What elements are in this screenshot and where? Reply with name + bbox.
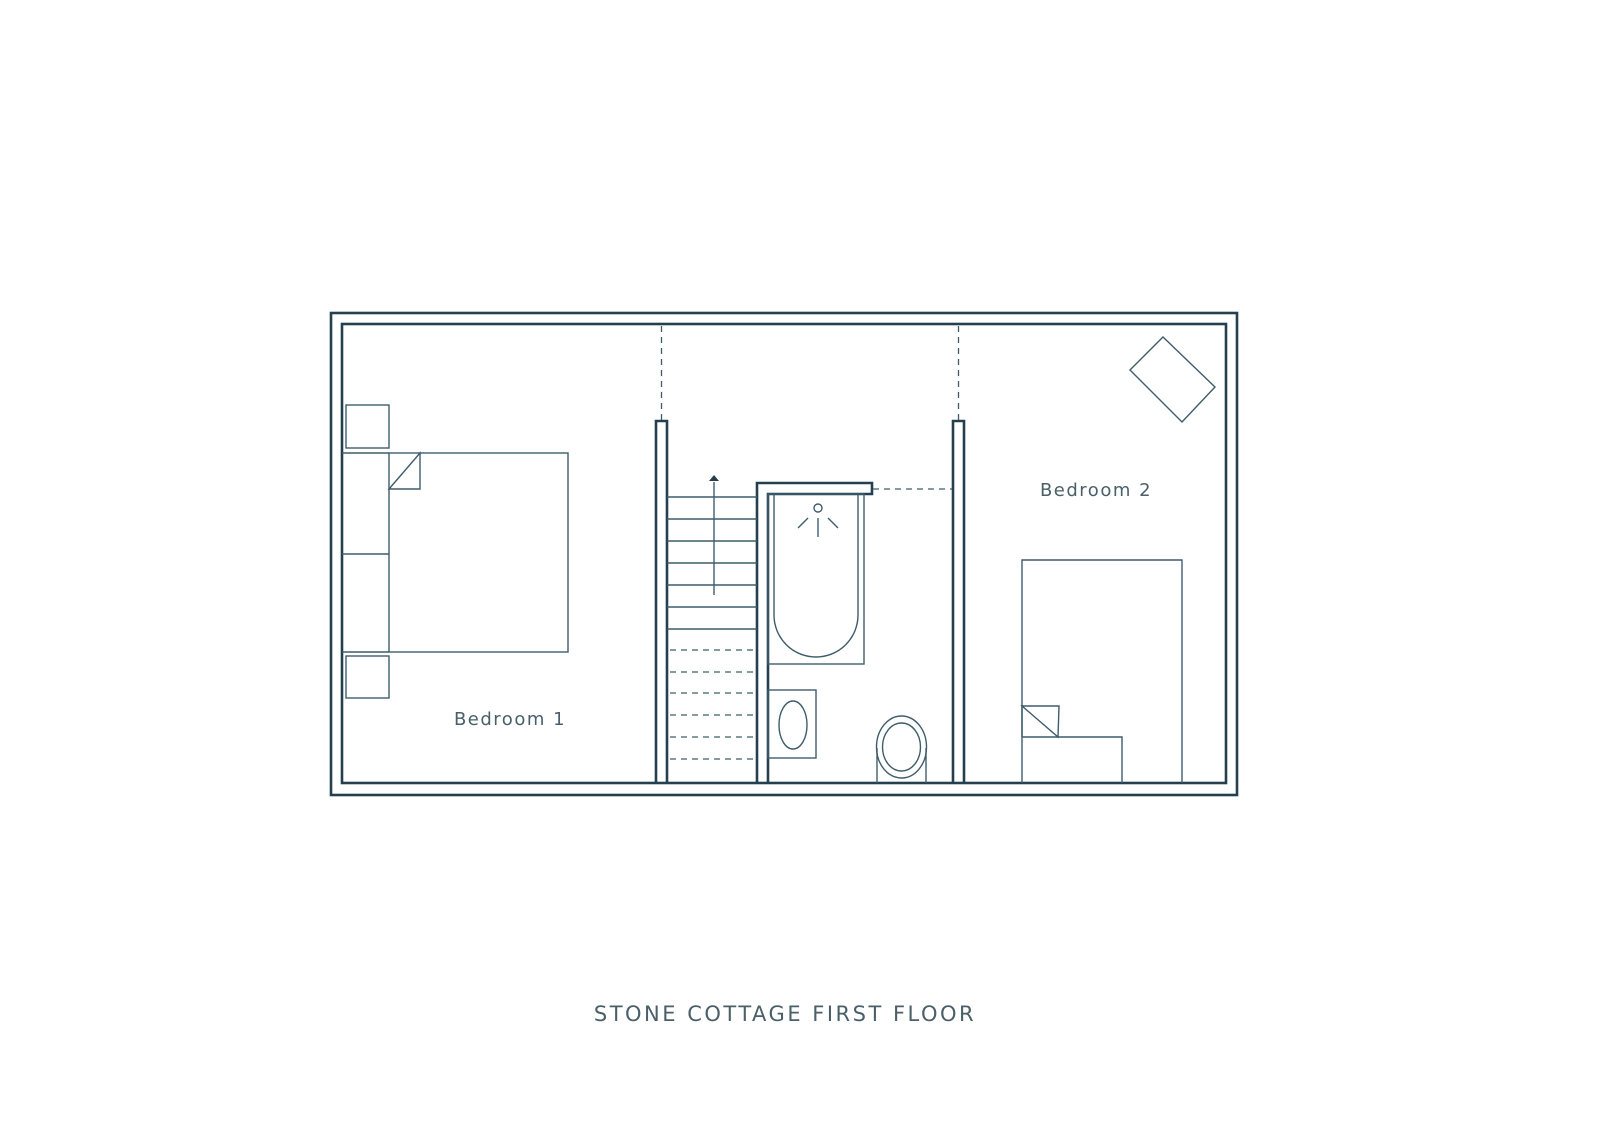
toilet xyxy=(875,715,928,783)
bedroom-1-furniture xyxy=(342,404,569,699)
interior-wall-left xyxy=(654,326,669,783)
stair-direction-arrow-icon xyxy=(709,475,719,595)
bedside-table xyxy=(345,655,390,699)
bed xyxy=(1021,559,1183,783)
double-bed xyxy=(388,452,569,653)
room-label-bedroom-2: Bedroom 2 xyxy=(1040,480,1152,501)
chair xyxy=(1129,336,1216,424)
bathtub xyxy=(767,493,865,665)
bedside-table xyxy=(345,404,390,449)
staircase xyxy=(667,475,757,760)
interior-wall-right xyxy=(951,326,966,783)
plan-title: STONE COTTAGE FIRST FLOOR xyxy=(594,1002,976,1026)
bedroom-2-furniture xyxy=(1020,336,1216,783)
sink xyxy=(767,689,817,759)
shower-icon xyxy=(797,503,839,537)
room-label-bedroom-1: Bedroom 1 xyxy=(454,709,566,730)
